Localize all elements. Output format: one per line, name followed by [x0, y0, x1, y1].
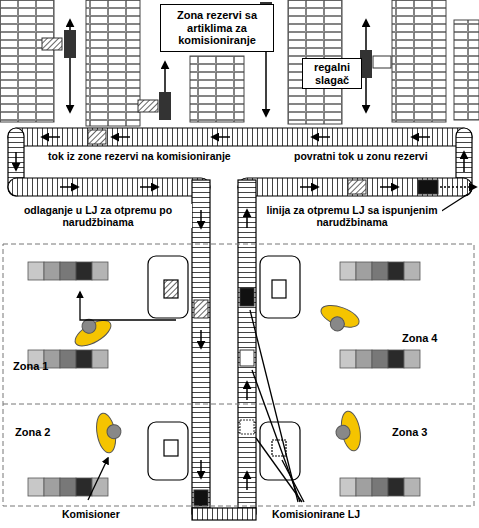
zone-label: Zona 2 [15, 426, 50, 439]
zone-label: Zona 3 [392, 426, 427, 439]
box-label: Zona rezervi sa artiklima za komisionira… [166, 9, 268, 47]
box-label: regalni slagač [306, 61, 358, 86]
pickers [68, 301, 363, 454]
storage-racks [0, 0, 479, 126]
zone-region: Zona 4 [256, 244, 474, 404]
label-box: regalni slagač [302, 58, 362, 89]
annotation-label: Komisioner [60, 508, 122, 520]
flow-arrows [16, 137, 476, 490]
zone-region: Zona 2 [3, 404, 192, 506]
leader-lines [80, 194, 468, 502]
zone-region: Zona 1 [3, 244, 192, 404]
annotation-label: povratni tok u zonu rezervi [292, 150, 430, 162]
load-units [88, 130, 438, 506]
label-box: Zona rezervi sa artiklima za komisionira… [160, 4, 274, 52]
order-shelves [28, 262, 420, 496]
pick-tables [148, 256, 300, 480]
annotation-label: tok iz zone rezervi na komisioniranje [46, 150, 233, 162]
annotation-label: odlaganje u LJ za otpremu po narudžbinam… [4, 204, 192, 228]
picking-area [3, 244, 474, 506]
conveyor-loop [8, 128, 472, 520]
zone-region: Zona 3 [256, 404, 474, 506]
zone-label: Zona 4 [402, 332, 437, 345]
stacker-cranes [42, 2, 391, 120]
annotation-label: linija za otpremu LJ sa ispunjenim narud… [262, 204, 442, 228]
zone-label: Zona 1 [13, 360, 48, 373]
annotation-label: Komisionirane LJ [270, 508, 362, 520]
